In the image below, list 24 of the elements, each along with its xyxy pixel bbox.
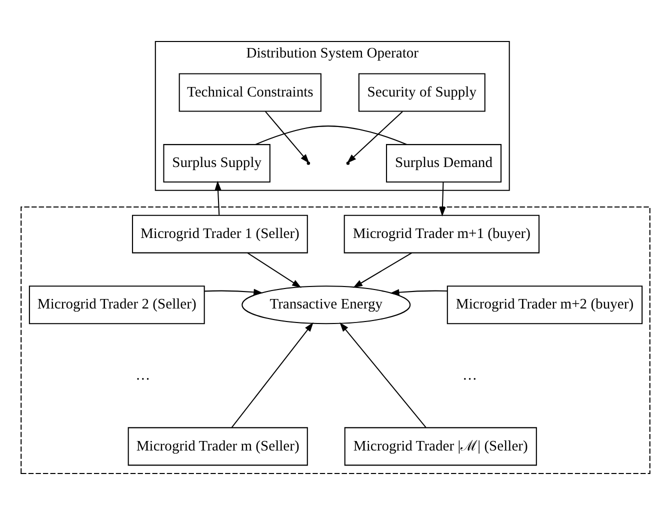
node-box: Microgrid Trader 2 (Seller): [28, 285, 205, 324]
label: …: [462, 367, 478, 384]
node-box: Security of Supply: [358, 72, 486, 112]
node-box: Microgrid Trader 1 (Seller): [132, 214, 308, 253]
arrow: [346, 110, 403, 163]
node-box: Microgrid Trader m (Seller): [128, 426, 308, 466]
node-ellipse: Transactive Energy: [242, 285, 411, 324]
arrow: [247, 252, 302, 288]
arrow: [204, 288, 263, 295]
node-box: Technical Constraints: [178, 72, 322, 112]
node-box: Surplus Supply: [163, 144, 270, 182]
node-box: Surplus Demand: [386, 144, 502, 182]
node-box: Microgrid Trader m+1 (buyer): [344, 214, 540, 253]
node-box: Microgrid Trader m+2 (buyer): [446, 285, 643, 324]
node-box: Microgrid Trader |ℳ| (Seller): [344, 426, 537, 466]
arrow: [214, 180, 222, 214]
label: …: [136, 367, 150, 384]
connector: [255, 125, 407, 145]
arrow: [353, 252, 412, 288]
arrow: [439, 182, 446, 216]
arrow: [231, 322, 314, 428]
arrow: [340, 322, 426, 428]
arrow: [265, 110, 310, 163]
arrow: [390, 288, 448, 296]
